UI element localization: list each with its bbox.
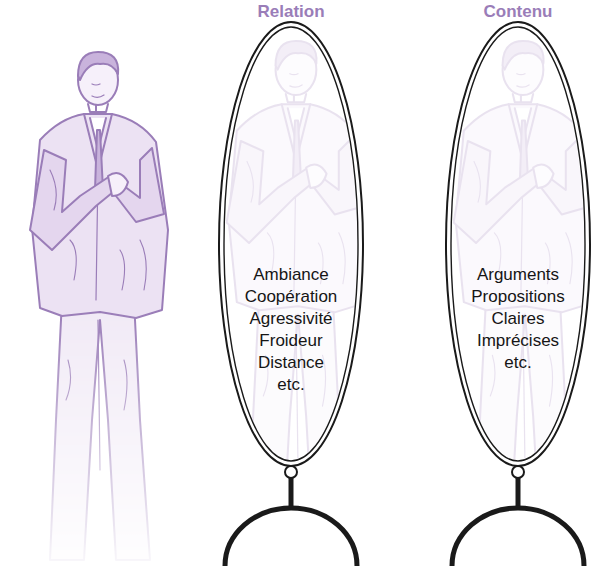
mirror-item: Propositions (442, 286, 594, 308)
mirror-outline (215, 0, 367, 468)
mirror-item: Distance (215, 352, 367, 374)
mirror-item: Froideur (215, 330, 367, 352)
mirror-item: Agressivité (215, 308, 367, 330)
man-figure (30, 52, 168, 560)
mirror-item: etc. (215, 374, 367, 396)
mirror-item: Coopération (215, 286, 367, 308)
mirror-stand (225, 466, 584, 566)
mirror-item: etc. (442, 352, 594, 374)
mirror-item: Imprécises (442, 330, 594, 352)
mirror-node: ContenuArgumentsPropositionsClairesImpré… (442, 0, 594, 468)
mirror-heading: Contenu (442, 2, 594, 22)
mirror-body: ArgumentsPropositionsClairesImpréciseset… (442, 264, 594, 374)
mirror-item: Claires (442, 308, 594, 330)
mirror-item: Arguments (442, 264, 594, 286)
mirror-heading: Relation (215, 2, 367, 22)
mirror-item: Ambiance (215, 264, 367, 286)
mirror-node: RelationAmbianceCoopérationAgressivitéFr… (215, 0, 367, 468)
mirror-outline (442, 0, 594, 468)
mirror-body: AmbianceCoopérationAgressivitéFroideurDi… (215, 264, 367, 396)
